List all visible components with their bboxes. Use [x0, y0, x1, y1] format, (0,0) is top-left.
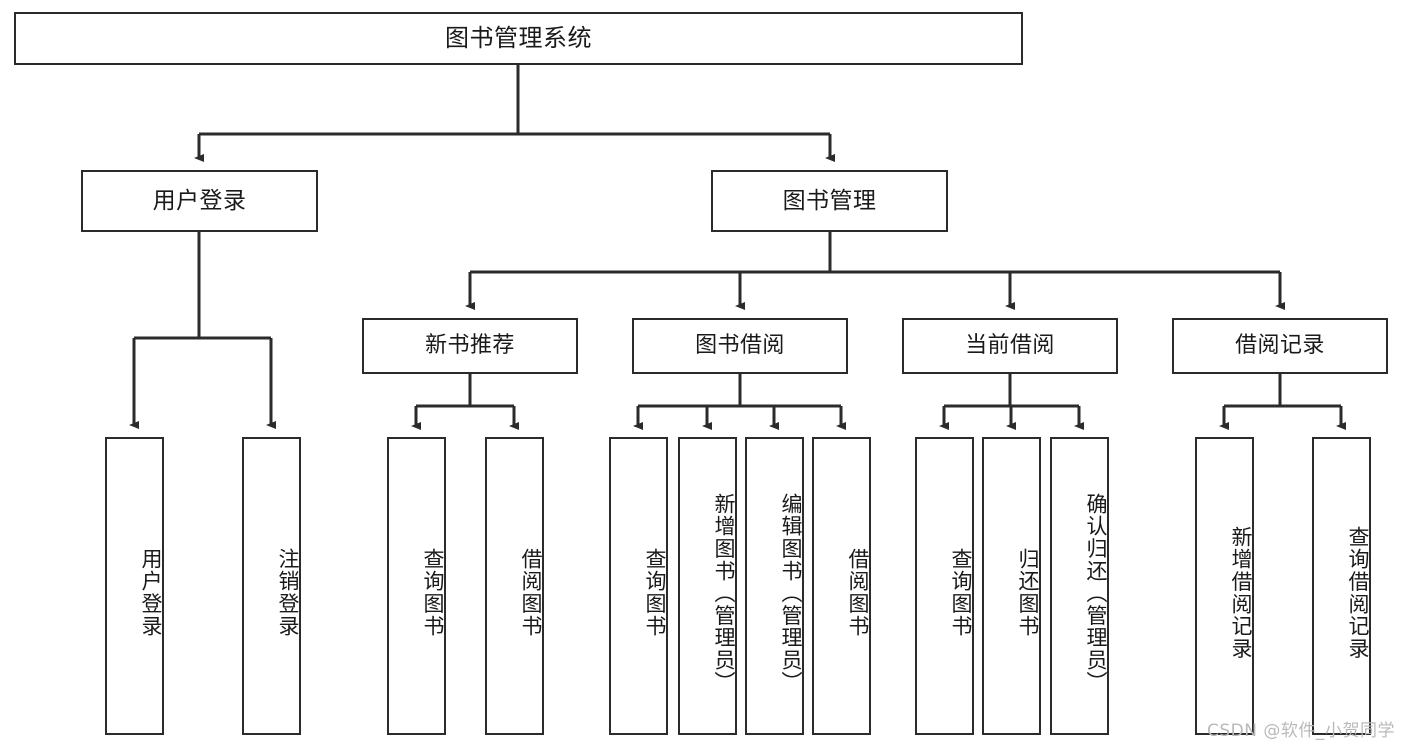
node-book-management[interactable]: 图书管理	[711, 170, 948, 232]
node-label: 当前借阅	[965, 333, 1055, 359]
node-label: 新增借阅记录	[1229, 526, 1253, 660]
leaf-edit-book-admin[interactable]: 编辑图书（管理员）	[745, 437, 804, 735]
node-label: 图书管理系统	[445, 23, 592, 52]
node-label: 确认归还（管理员）	[1084, 492, 1108, 694]
leaf-confirm-return-admin[interactable]: 确认归还（管理员）	[1050, 437, 1109, 735]
node-label: 用户登录	[139, 548, 163, 638]
node-label: 图书借阅	[695, 333, 785, 359]
node-label: 查询图书	[949, 548, 973, 638]
leaf-query-books-borrowing[interactable]: 查询图书	[609, 437, 668, 735]
node-label: 用户登录	[152, 187, 247, 214]
node-book-borrowing[interactable]: 图书借阅	[632, 318, 848, 374]
node-borrowing-records[interactable]: 借阅记录	[1172, 318, 1388, 374]
node-label: 查询图书	[421, 548, 445, 638]
leaf-query-books-recommendation[interactable]: 查询图书	[387, 437, 446, 735]
leaf-return-book[interactable]: 归还图书	[982, 437, 1041, 735]
leaf-user-login[interactable]: 用户登录	[105, 437, 164, 735]
leaf-logout[interactable]: 注销登录	[242, 437, 301, 735]
node-label: 图书管理	[782, 187, 877, 214]
node-label: 借阅图书	[846, 548, 870, 638]
node-label: 归还图书	[1016, 548, 1040, 638]
node-label: 新增图书（管理员）	[712, 492, 736, 694]
node-label: 编辑图书（管理员）	[779, 492, 803, 694]
node-new-book-recommendation[interactable]: 新书推荐	[362, 318, 578, 374]
node-current-borrowing[interactable]: 当前借阅	[902, 318, 1118, 374]
node-label: 查询图书	[643, 548, 667, 638]
node-root-system[interactable]: 图书管理系统	[14, 12, 1023, 65]
leaf-add-book-admin[interactable]: 新增图书（管理员）	[678, 437, 737, 735]
node-user-login[interactable]: 用户登录	[81, 170, 318, 232]
leaf-query-books-current[interactable]: 查询图书	[915, 437, 974, 735]
node-label: 查询借阅记录	[1346, 526, 1370, 660]
leaf-borrow-books-recommendation[interactable]: 借阅图书	[485, 437, 544, 735]
leaf-add-borrow-record[interactable]: 新增借阅记录	[1195, 437, 1254, 735]
node-label: 借阅图书	[519, 548, 543, 638]
leaf-borrow-book[interactable]: 借阅图书	[812, 437, 871, 735]
node-label: 新书推荐	[425, 333, 515, 359]
node-label: 注销登录	[276, 548, 300, 638]
leaf-query-borrow-record[interactable]: 查询借阅记录	[1312, 437, 1371, 735]
node-label: 借阅记录	[1235, 333, 1325, 359]
csdn-watermark: CSDN @软件_小贺同学	[1206, 721, 1395, 741]
